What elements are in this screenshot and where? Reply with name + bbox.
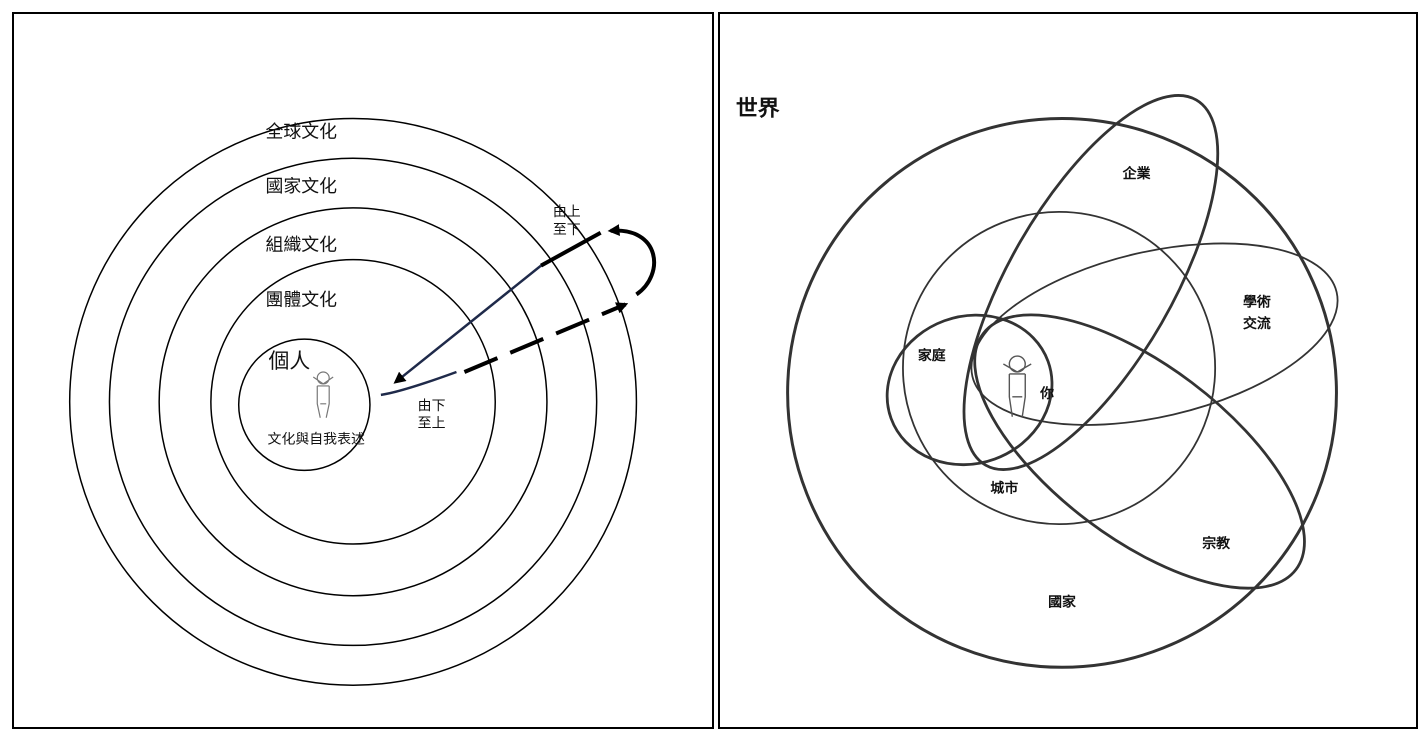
academic-exchange-ellipse [970,242,1339,426]
person-icon [1003,355,1032,417]
top-down-label-1: 由上 [553,204,581,220]
academic-label-1: 學術 [1243,293,1271,310]
overlapping-affiliations-diagram: 世界 企業 學術 交流 家庭 你 城市 宗教 國家 [736,94,1339,669]
national-culture-ring [108,157,598,647]
family-label: 家庭 [918,347,946,364]
bottom-up-arrow [463,302,629,374]
academic-label-2: 交流 [1243,315,1271,332]
nation-circle [786,116,1338,669]
city-circle [902,211,1217,526]
national-culture-label: 國家文化 [266,176,338,197]
group-culture-ring [210,258,496,545]
center-caption: 文化與自我表述 [268,432,365,448]
you-label: 你 [1039,385,1054,402]
world-title: 世界 [736,96,780,121]
top-down-arrow-blue [393,264,542,384]
top-down-arrow-return [380,370,457,397]
concentric-culture-diagram: 全球文化 國家文化 組織文化 團體文化 個人 文化與自我表述 由上 至下 由下 … [68,117,657,686]
nation-label: 國家 [1048,594,1076,611]
global-culture-ring [68,117,638,686]
top-down-label-2: 至下 [553,222,581,238]
family-ellipse [885,313,1054,467]
individual-label: 個人 [269,349,311,373]
religion-label: 宗教 [1202,535,1230,552]
bottom-up-label-1: 由下 [418,398,446,414]
top-down-arrow [540,231,602,268]
individual-ring [237,338,371,472]
enterprise-label: 企業 [1122,165,1151,182]
global-culture-label: 全球文化 [266,121,338,142]
bottom-up-label-2: 至上 [418,416,446,432]
city-label: 城市 [990,479,1018,496]
religion-ellipse [973,313,1306,590]
person-icon [312,371,334,418]
left-diagram-panel: 全球文化 國家文化 組織文化 團體文化 個人 文化與自我表述 由上 至下 由下 … [12,12,714,729]
organizational-culture-label: 組織文化 [266,235,338,256]
organizational-culture-ring [158,207,548,597]
enterprise-ellipse [962,94,1220,471]
feedback-curved-arrow [607,224,657,297]
right-diagram-panel: 世界 企業 學術 交流 家庭 你 城市 宗教 國家 [718,12,1418,729]
group-culture-label: 團體文化 [266,289,338,310]
